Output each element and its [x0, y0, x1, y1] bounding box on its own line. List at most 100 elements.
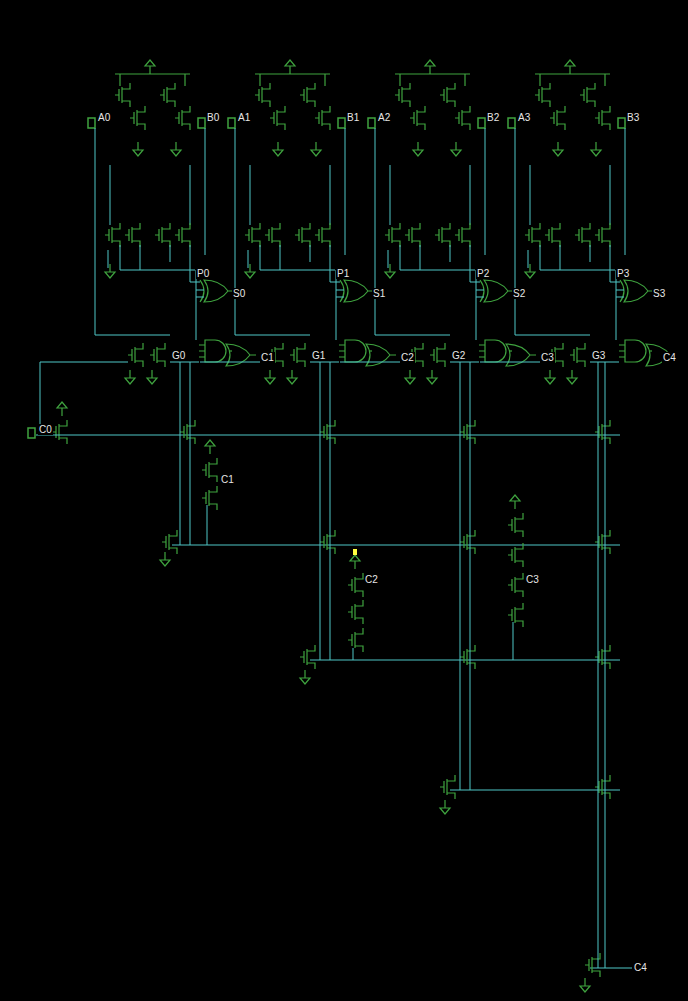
ground-symbol: [311, 142, 321, 156]
transistor-symbol: [180, 420, 195, 444]
transistor-symbol: [595, 530, 610, 554]
ground-symbol: [287, 370, 297, 384]
ground-symbol: [147, 370, 157, 384]
transistor-symbol: [348, 600, 363, 624]
ground-symbol: [440, 800, 450, 814]
transistor-symbol: [270, 106, 285, 130]
wire: [60, 362, 199, 363]
transistor-symbol: [455, 223, 470, 247]
transistor-symbol: [535, 83, 550, 107]
wire: [476, 270, 484, 340]
vdd-symbol: [510, 495, 520, 509]
signal-label: G3: [591, 350, 606, 361]
wire: [180, 362, 605, 968]
transistor-symbol: [175, 106, 190, 130]
wire: [528, 245, 620, 282]
transistor-symbol: [440, 83, 455, 107]
signal-label: G0: [171, 350, 186, 361]
signal-label: C4: [633, 962, 648, 973]
transistor-symbol: [295, 223, 310, 247]
transistor-symbol: [162, 530, 177, 554]
transistor-symbol: [595, 106, 610, 130]
transistor-symbol: [385, 223, 400, 247]
wire: [108, 245, 200, 282]
signal-label: C3: [525, 574, 540, 585]
signal-label: P3: [616, 268, 630, 279]
ground-symbol: [300, 670, 310, 684]
signal-label: B1: [346, 112, 360, 123]
wire: [530, 165, 610, 225]
signal-label: C3: [540, 352, 555, 363]
vdd-symbol: [145, 60, 155, 74]
ground-symbol: [567, 370, 577, 384]
ground-symbol: [160, 552, 170, 566]
signal-label: S1: [372, 288, 386, 299]
signal-label: S3: [652, 288, 666, 299]
wire: [485, 128, 486, 255]
wire: [590, 968, 632, 969]
ground-symbol: [580, 978, 590, 992]
gate-wire: [509, 350, 512, 351]
transistor-symbol: [410, 106, 425, 130]
transistor-symbol: [130, 106, 145, 130]
signal-label: A1: [237, 112, 251, 123]
wire: [336, 270, 344, 340]
ground-symbol: [125, 370, 135, 384]
transistor-symbol: [440, 775, 455, 799]
pin-symbol: [618, 118, 625, 128]
or-gate: [366, 344, 396, 366]
wire: [172, 545, 620, 546]
signal-label: B0: [206, 112, 220, 123]
transistor-symbol: [105, 223, 120, 247]
ground-symbol: [385, 264, 395, 278]
wire: [235, 128, 310, 335]
wire: [250, 165, 330, 225]
pin-symbol: [338, 118, 345, 128]
wire: [196, 270, 204, 340]
rail: [535, 74, 610, 86]
ground-symbol: [133, 142, 143, 156]
transistor-symbol: [435, 223, 450, 247]
xor-gate: [200, 280, 204, 302]
vdd-symbol: [565, 60, 575, 74]
transistor-symbol: [245, 223, 260, 247]
transistor-symbol: [595, 645, 610, 669]
or-gate: [624, 280, 654, 302]
and-gate: [199, 340, 226, 362]
signal-label: C4: [662, 352, 677, 363]
transistor-symbol: [460, 645, 475, 669]
transistor-symbol: [580, 83, 595, 107]
transistor-symbol: [290, 343, 305, 367]
ground-symbol: [265, 370, 275, 384]
transistor-symbol: [570, 343, 585, 367]
transistor-symbol: [348, 573, 363, 597]
ground-symbol: [451, 142, 461, 156]
transistor-symbol: [255, 83, 270, 107]
signal-label: P1: [336, 268, 350, 279]
transistor-symbol: [508, 603, 523, 627]
transistor-symbol: [405, 223, 420, 247]
signal-label: S2: [512, 288, 526, 299]
xor-gate: [620, 280, 624, 302]
pin-symbol: [508, 118, 515, 128]
gate-wire: [369, 350, 372, 351]
wire: [450, 790, 620, 791]
or-gate: [484, 280, 514, 302]
transistor-symbol: [315, 223, 330, 247]
transistor-symbol: [595, 420, 610, 444]
wire: [40, 362, 60, 432]
vdd-symbol: [57, 402, 67, 416]
transistor-symbol: [575, 223, 590, 247]
wire: [248, 245, 340, 282]
signal-label: A3: [517, 112, 531, 123]
ground-symbol: [545, 370, 555, 384]
wire: [515, 128, 590, 335]
transistor-symbol: [508, 513, 523, 537]
pin-symbol: [28, 428, 35, 438]
vdd-symbol: [205, 440, 215, 454]
ground-symbol: [413, 142, 423, 156]
wire: [110, 165, 190, 225]
wire: [390, 165, 470, 225]
pin-symbol: [368, 118, 375, 128]
